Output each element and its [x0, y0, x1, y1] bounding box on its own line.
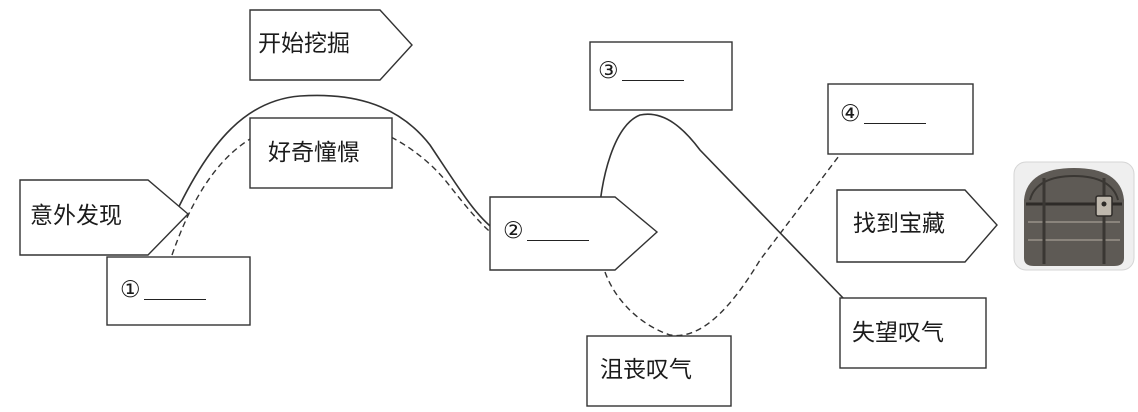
low-dashed-box-shape [586, 335, 732, 407]
blank-2: ② [503, 220, 589, 243]
low-solid-box-shape [839, 297, 987, 369]
dig-box-shape [249, 9, 413, 81]
find-treasure-label: 找到宝藏 [853, 211, 945, 237]
curious-label: 好奇憧憬 [268, 140, 360, 166]
curious-box-shape [249, 117, 393, 189]
blank-2-box-shape [489, 196, 659, 271]
blank-1-marker: ① [120, 277, 141, 303]
blank-4: ④ [840, 103, 926, 126]
find-box-shape [836, 189, 998, 263]
answer-line-4 [863, 105, 926, 124]
treasure-chest-icon [1013, 161, 1135, 271]
low-dashed-label: 沮丧叹气 [600, 357, 692, 383]
blank-3-marker: ③ [598, 58, 619, 84]
blank-2-marker: ② [503, 218, 524, 244]
blank-1-box-shape [106, 256, 251, 326]
blank-3-box-shape [589, 41, 733, 111]
solid-curve-upper [597, 113, 846, 301]
answer-line-3 [621, 62, 684, 81]
blank-4-box-shape [827, 83, 974, 155]
answer-line-1 [143, 281, 206, 300]
dashed-curve-lower [604, 147, 846, 337]
dashed-curve [171, 118, 501, 256]
blank-4-marker: ④ [840, 101, 861, 127]
blank-3: ③ [598, 60, 684, 83]
start-box-shape [19, 179, 190, 256]
dig-label: 开始挖掘 [258, 31, 350, 57]
blank-1: ① [120, 279, 206, 302]
solid-curve [167, 94, 496, 231]
start-label: 意外发现 [30, 203, 122, 229]
answer-line-2 [526, 222, 589, 241]
low-solid-label: 失望叹气 [852, 320, 944, 346]
